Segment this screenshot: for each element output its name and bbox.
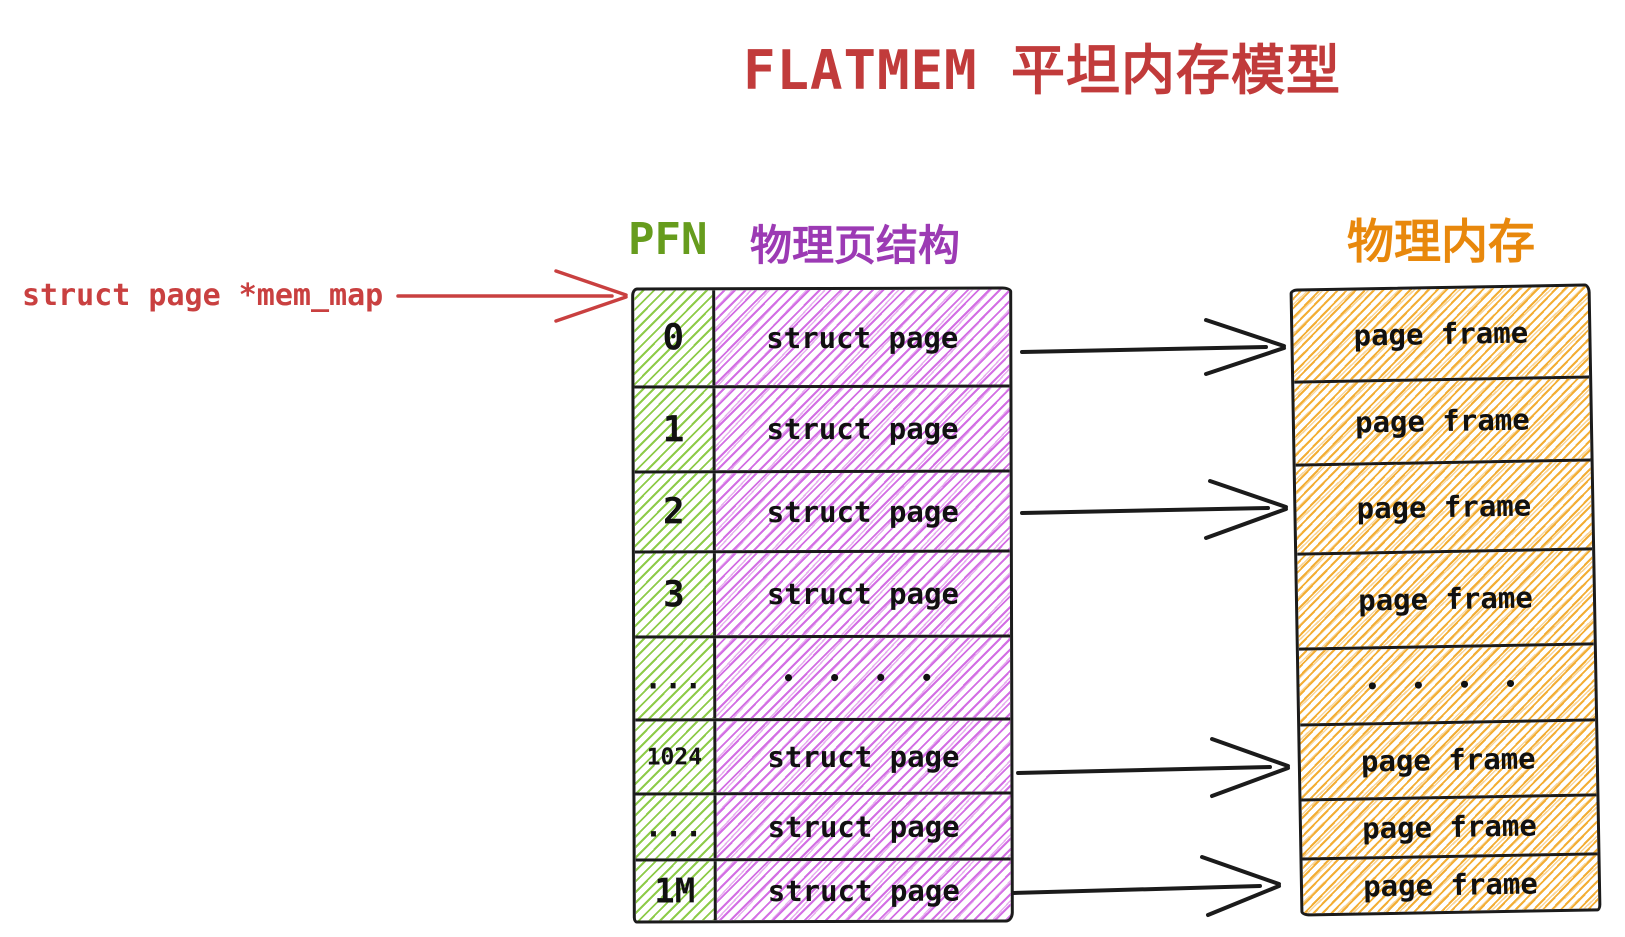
phys-mem-row-0: page frame: [1292, 286, 1590, 384]
struct-page-cell: struct page: [715, 289, 1010, 386]
arrow-pfn0-to-frame: [1020, 318, 1286, 376]
page-frame-cell: page frame: [1292, 286, 1590, 381]
phys-mem-row-1: page frame: [1294, 378, 1591, 467]
pfn-column-header: PFN: [628, 214, 708, 265]
pfn-cell: 0: [634, 290, 716, 386]
phys-mem-row-4: • • • •: [1298, 645, 1596, 727]
pfn-cell: 2: [634, 473, 716, 551]
pfn-cell: 1024: [635, 721, 717, 793]
arrow-pfn1M-to-frame: [1011, 855, 1281, 917]
phys-mem-row-6: page frame: [1301, 796, 1598, 861]
mem-map-arrow: [396, 269, 628, 323]
phys-mem-row-7: page frame: [1302, 855, 1599, 914]
struct-page-cell: struct page: [716, 720, 1011, 793]
struct-page-cell: struct page: [716, 794, 1011, 859]
struct-page-cell: struct page: [715, 387, 1010, 471]
ellipsis-cell: • • • •: [1298, 645, 1596, 724]
struct-page-cell: struct page: [715, 472, 1010, 551]
phys-mem-row-3: page frame: [1297, 550, 1594, 651]
phys-mem-row-2: page frame: [1295, 461, 1593, 556]
page-frame-cell: page frame: [1295, 461, 1593, 553]
page-frame-cell: page frame: [1297, 550, 1594, 648]
mem-map-pointer-label: struct page *mem_map: [22, 278, 384, 313]
pfn-cell: 1M: [635, 861, 717, 921]
arrow-pfn1024-to-frame: [1016, 737, 1290, 798]
pfn-cell: 3: [634, 553, 717, 636]
arrow-pfn2-to-frame: [1020, 479, 1288, 540]
struct-page-cell: struct page: [715, 552, 1011, 636]
phys-mem-row-5: page frame: [1300, 721, 1597, 802]
page-frame-cell: page frame: [1300, 721, 1597, 799]
pfn-cell: ...: [635, 795, 717, 859]
page-frame-cell: page frame: [1294, 378, 1591, 464]
page-struct-column-header: 物理页结构: [750, 221, 961, 270]
struct-page-cell: struct page: [716, 860, 1011, 921]
pfn-cell: ...: [635, 638, 717, 719]
pfn-cell: 1: [634, 388, 716, 471]
mem-map-row-6: ...struct page: [635, 794, 1011, 862]
mem-map-row-4: ...• • • •: [635, 637, 1011, 722]
page-frame-cell: page frame: [1302, 855, 1599, 914]
diagram-title: FLATMEM 平坦内存模型: [742, 39, 1342, 102]
page-frame-cell: page frame: [1301, 796, 1598, 858]
ellipsis-cell: • • • •: [716, 637, 1011, 719]
phys-mem-column-header: 物理内存: [1347, 215, 1535, 270]
